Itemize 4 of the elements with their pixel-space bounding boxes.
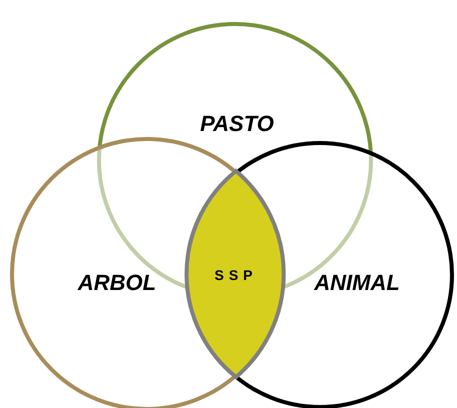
region-label: ANIMAL [314, 270, 400, 296]
region-label: ARBOL [78, 270, 156, 296]
region-label: SSP [214, 267, 258, 283]
region-label: PASTO [200, 111, 274, 137]
